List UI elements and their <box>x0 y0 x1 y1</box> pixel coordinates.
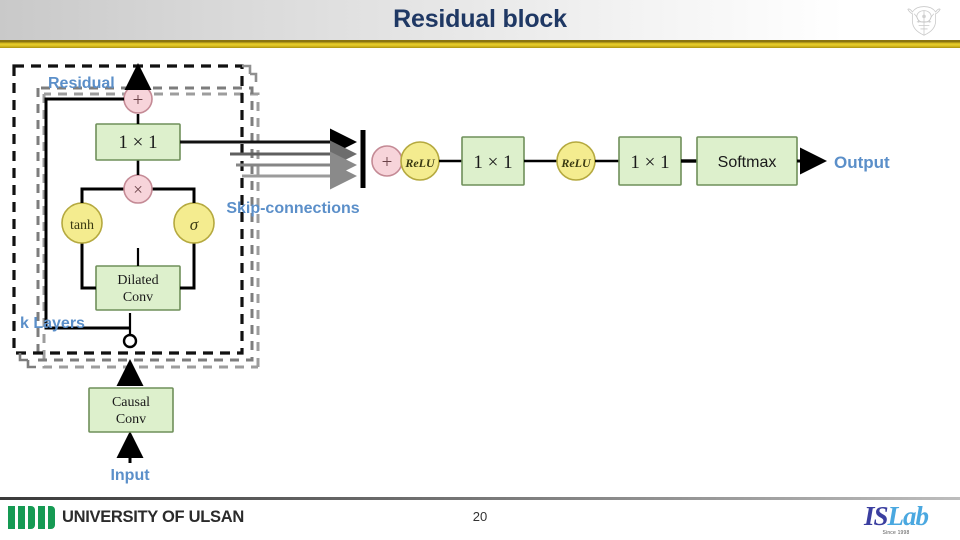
islab-logo: ISLab Since 1998 <box>848 503 944 536</box>
output-label: Output <box>834 153 890 172</box>
layer-output-tap-circle <box>122 333 138 349</box>
university-logo-bars-icon <box>8 506 55 529</box>
dilated-conv-label-line2: Conv <box>123 290 153 305</box>
skip-add-label: + <box>382 152 393 173</box>
causal-conv-box <box>88 387 174 433</box>
dilated-conv-label-line1: Dilated <box>117 273 158 288</box>
k-layers-dashed-box <box>12 64 244 355</box>
softmax-label: Softmax <box>718 154 777 171</box>
islab-logo-tagline: Since 1998 <box>882 530 910 536</box>
university-logo: UNIVERSITY OF ULSAN <box>8 506 244 529</box>
university-crest-icon <box>906 3 942 37</box>
wavenet-residual-block-diagram: Causal Conv Dilated Conv tanh σ × 1 × 1 … <box>0 48 960 497</box>
relu-label-1: ReLU <box>404 156 436 170</box>
relu-label-2: ReLU <box>560 156 592 170</box>
residual-skip-path <box>44 97 130 330</box>
page-number: 20 <box>472 509 488 524</box>
residual-add-label: + <box>133 90 144 111</box>
header-accent-rule <box>0 40 960 48</box>
dilated-to-sigma-line <box>180 240 196 290</box>
repeat-stack-outer-dashed-box <box>42 92 260 369</box>
slide-header <box>0 0 960 40</box>
causal-conv-label-line2: Conv <box>116 412 146 427</box>
post-conv-1x1-label-b: 1 × 1 <box>630 152 669 173</box>
stack-step-connectors <box>18 353 36 369</box>
tanh-to-mul-line <box>80 187 138 203</box>
sigma-label: σ <box>190 215 199 234</box>
islab-logo-part1: IS <box>863 501 889 531</box>
repeat-stack-middle-dashed-box <box>36 86 254 362</box>
residual-label: Residual <box>48 75 115 92</box>
residual-conv-1x1-label: 1 × 1 <box>118 132 157 153</box>
skip-connections-label: Skip-connections <box>226 200 359 217</box>
page-title: Residual block <box>393 5 567 33</box>
multiply-label: × <box>133 180 143 199</box>
tanh-label: tanh <box>70 218 94 233</box>
footer-rule <box>0 497 960 500</box>
university-name: UNIVERSITY OF ULSAN <box>62 508 244 526</box>
sigma-to-mul-line <box>138 187 196 203</box>
dilated-to-tanh-line <box>80 240 96 290</box>
k-layers-label: k Layers <box>20 315 85 332</box>
post-conv-1x1-label-a: 1 × 1 <box>473 152 512 173</box>
islab-logo-part2: Lab <box>887 501 929 531</box>
skip-connection-arrows <box>180 128 357 190</box>
input-label: Input <box>110 467 150 484</box>
causal-conv-label-line1: Causal <box>112 395 150 410</box>
